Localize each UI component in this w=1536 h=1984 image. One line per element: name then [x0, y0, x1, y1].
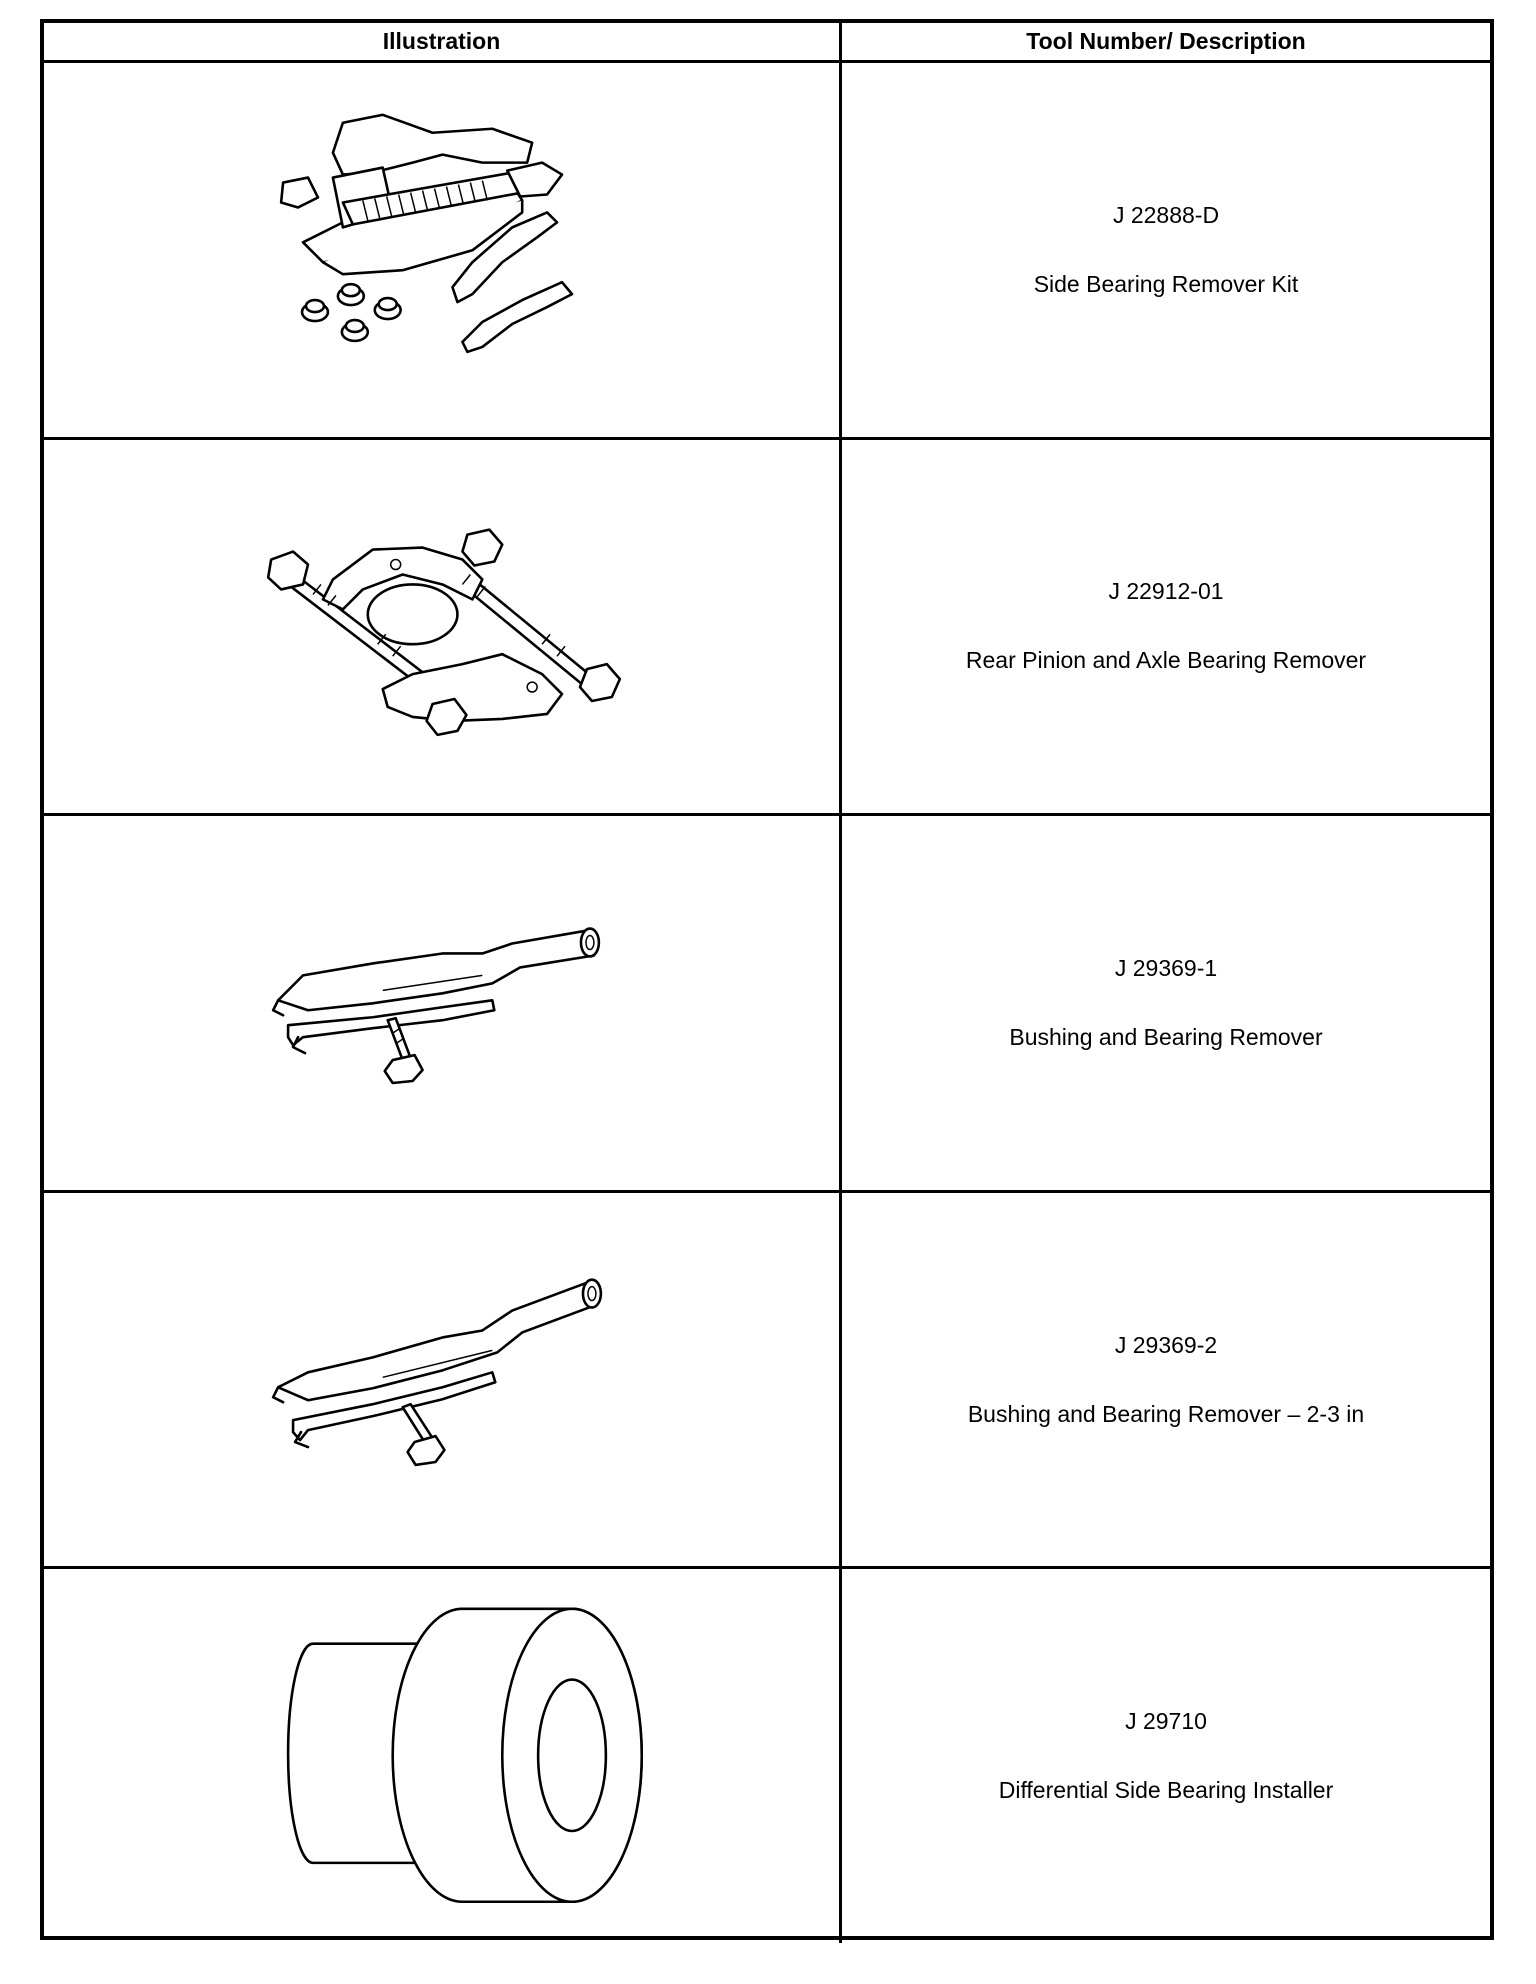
- header-tool-description: Tool Number/ Description: [842, 23, 1490, 63]
- tool-description-cell: J 22912-01 Rear Pinion and Axle Bearing …: [842, 440, 1490, 817]
- header-illustration: Illustration: [44, 23, 842, 63]
- tool-description: Bushing and Bearing Remover: [1009, 1023, 1323, 1050]
- illustration-cell: [44, 816, 842, 1193]
- illustration-cell: [44, 1192, 842, 1570]
- tool-description: Differential Side Bearing Installer: [998, 1777, 1334, 1804]
- puller-kit-icon: [279, 113, 574, 354]
- bearing-installer-icon: [286, 1607, 644, 1904]
- tool-description-cell: J 29710 Differential Side Bearing Instal…: [842, 1569, 1490, 1943]
- illustration-cell: [44, 439, 842, 817]
- tool-table: Illustration Tool Number/ Description: [40, 19, 1494, 1943]
- tool-description-cell: J 29369-2 Bushing and Bearing Remover – …: [842, 1193, 1490, 1570]
- illustration-cell: [44, 63, 842, 440]
- bushing-remover-icon: [271, 927, 601, 1085]
- tool-number: J 29369-1: [1114, 954, 1218, 981]
- tool-description-cell: J 29369-1 Bushing and Bearing Remover: [842, 816, 1490, 1193]
- tool-number: J 29710: [1125, 1708, 1207, 1735]
- bushing-remover-icon: [271, 1278, 603, 1466]
- tool-description: Rear Pinion and Axle Bearing Remover: [965, 647, 1367, 674]
- tool-number: J 29369-2: [1114, 1331, 1218, 1358]
- tool-description-cell: J 22888-D Side Bearing Remover Kit: [842, 63, 1490, 440]
- tool-description: Side Bearing Remover Kit: [1033, 270, 1299, 297]
- tool-number: J 22888-D: [1112, 201, 1220, 228]
- tool-number: J 22912-01: [1108, 578, 1224, 605]
- tool-description: Bushing and Bearing Remover – 2-3 in: [967, 1400, 1365, 1427]
- illustration-cell: [44, 1569, 842, 1943]
- bearing-separator-icon: [266, 527, 622, 736]
